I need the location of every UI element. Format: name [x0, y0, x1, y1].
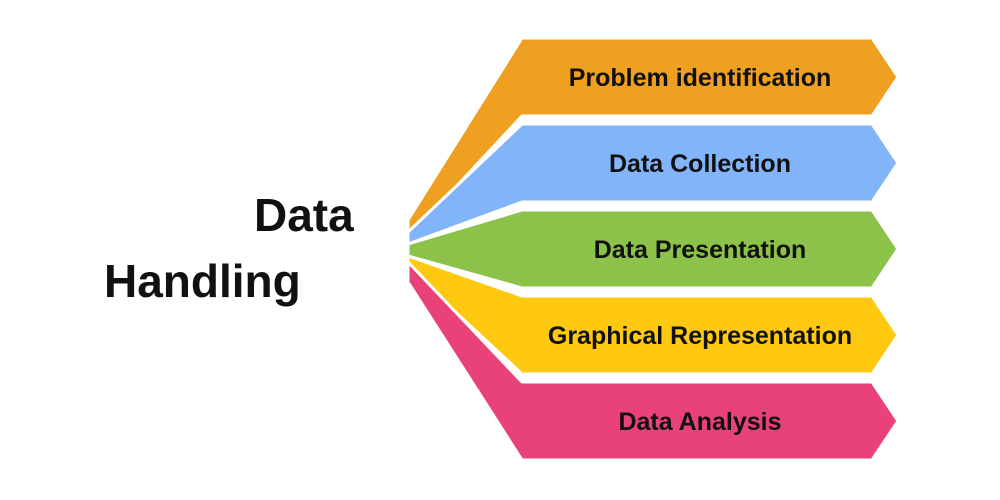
title-line-1: Data: [254, 189, 354, 241]
step-label-3: Data Presentation: [594, 236, 807, 264]
step-label-5: Data Analysis: [618, 408, 781, 436]
step-label-2: Data Collection: [609, 150, 791, 178]
step-arrow-4: [406, 254, 900, 376]
step-arrow-1: [406, 36, 900, 240]
step-label-4: Graphical Representation: [548, 322, 852, 350]
title-line-2: Handling: [104, 255, 301, 307]
step-label-1: Problem identification: [569, 64, 832, 92]
step-arrow-2: [406, 122, 900, 246]
step-arrow-5: [406, 260, 900, 462]
step-arrow-3: [406, 208, 900, 290]
